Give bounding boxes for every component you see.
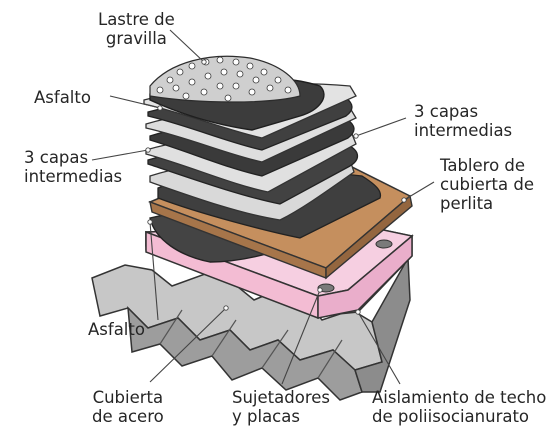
label-steel-deck: Cubierta de acero <box>92 388 164 426</box>
leader-asphalt-top <box>109 95 163 111</box>
fastener-plate <box>375 239 393 249</box>
label-plies-left: 3 capas intermedias <box>24 148 123 186</box>
steel-deck-layer <box>91 255 411 401</box>
label-gravel-ballast: Lastre de gravilla <box>98 10 175 48</box>
leader-plies-right <box>353 117 407 139</box>
label-asphalt-bottom: Asfalto <box>88 320 145 339</box>
label-fasteners: Sujetadores y placas <box>232 388 330 426</box>
leader-perlite <box>401 181 435 203</box>
label-insulation: Aislamiento de techo de poliisocianurato <box>372 388 547 426</box>
leader-gravel <box>169 29 207 65</box>
leader-plies-left <box>91 147 151 161</box>
leader-fasteners <box>281 287 323 385</box>
steel-deck-side <box>354 255 411 393</box>
leader-lines <box>91 29 435 385</box>
label-asphalt-top: Asfalto <box>34 88 91 107</box>
fastener-plate <box>317 283 335 293</box>
gravel-ballast-layer <box>149 55 301 103</box>
label-perlite-board: Tablero de cubierta de perlita <box>440 156 534 213</box>
leader-insulation <box>355 309 401 385</box>
leader-asphalt-bottom <box>147 219 159 321</box>
label-plies-right: 3 capas intermedias <box>414 102 513 140</box>
leader-steel <box>149 305 229 383</box>
